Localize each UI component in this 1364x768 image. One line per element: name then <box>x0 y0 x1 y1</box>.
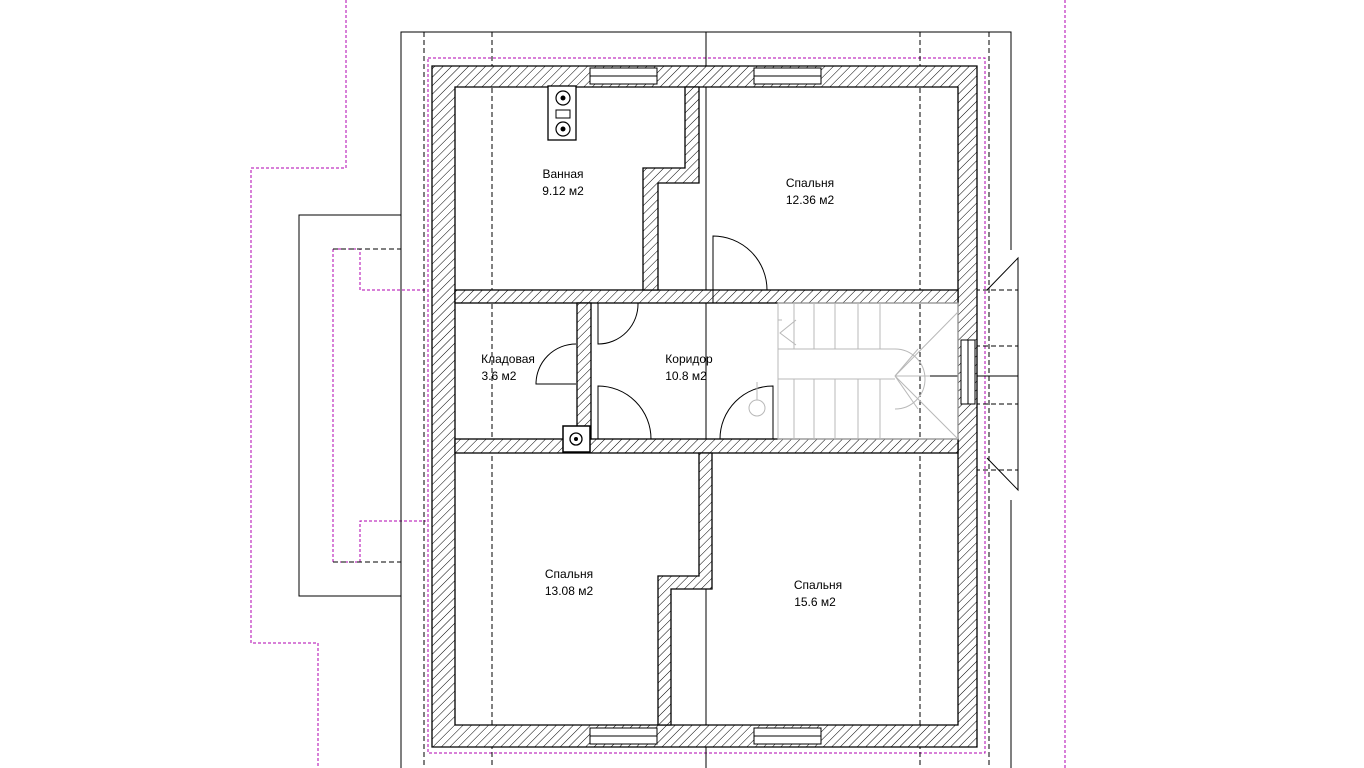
door-bedroom-se <box>719 385 774 440</box>
walls <box>431 65 978 748</box>
door-storage <box>535 343 577 385</box>
room-area: 12.36 м2 <box>786 193 835 207</box>
doors <box>535 235 774 440</box>
room-name: Кладовая <box>481 352 535 366</box>
room-name: Ванная <box>542 167 583 181</box>
room-area: 10.8 м2 <box>665 369 707 383</box>
room-bathroom: Ванная 9.12 м2 <box>542 167 584 198</box>
vent-shaft <box>562 425 591 453</box>
room-name: Спальня <box>794 578 842 592</box>
windows <box>589 67 976 745</box>
room-area: 15.6 м2 <box>794 595 836 609</box>
door-bedroom-ne <box>712 235 768 303</box>
grid-lines <box>423 32 990 768</box>
room-name: Спальня <box>545 567 593 581</box>
room-storage: Кладовая 3.6 м2 <box>481 352 535 383</box>
building-outline <box>298 31 1019 768</box>
door-bathroom <box>597 302 639 345</box>
room-corridor: Коридор 10.8 м2 <box>665 352 713 383</box>
room-area: 13.08 м2 <box>545 584 594 598</box>
room-bedroom-ne: Спальня 12.36 м2 <box>786 176 835 207</box>
room-name: Спальня <box>786 176 834 190</box>
room-area: 9.12 м2 <box>542 184 584 198</box>
stove-unit <box>547 85 577 141</box>
stairs <box>748 302 959 440</box>
room-bedroom-se: Спальня 15.6 м2 <box>794 578 842 609</box>
door-bedroom-sw <box>597 385 652 440</box>
room-name: Коридор <box>665 352 713 366</box>
room-bedroom-sw: Спальня 13.08 м2 <box>545 567 594 598</box>
room-area: 3.6 м2 <box>482 369 517 383</box>
